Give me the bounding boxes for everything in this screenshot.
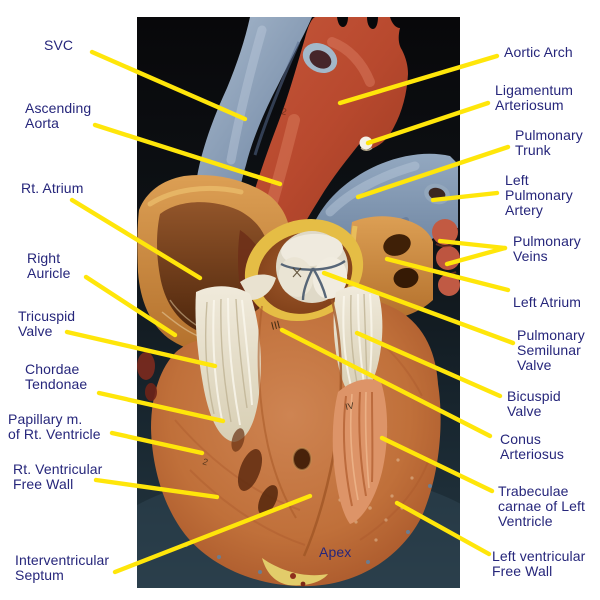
label-tricuspid-valve: Tricuspid Valve [18, 308, 76, 339]
label-pulmonary-veins: Pulmonary Veins [513, 233, 581, 264]
label-interventricular-septum: Interventricular Septum [15, 552, 110, 583]
label-pulmonary-trunk: Pulmonary Trunk [515, 127, 583, 158]
label-pulmonary-semilunar-valve: Pulmonary Semilunar Valve [517, 327, 585, 373]
left-edge-maroon-patch [137, 352, 157, 401]
label-papillary-m-of-rt-ventricle: Papillary m. of Rt. Ventricle [8, 411, 101, 442]
svc-opening [302, 43, 338, 73]
label-trabeculae-carnae: Trabeculae carnae of Left Ventricle [498, 483, 586, 529]
heart-photo: 2 3 [137, 17, 460, 588]
label-ligamentum-arteriosum: Ligamentum Arteriosum [495, 82, 574, 113]
label-rt-atrium: Rt. Atrium [21, 180, 84, 196]
label-right-auricle: Right Auricle [27, 250, 71, 281]
label-conus-arteriosus: Conus Arteriosus [500, 431, 565, 462]
septal-hole [292, 447, 312, 471]
label-aortic-arch: Aortic Arch [504, 44, 573, 60]
valve-scratch-mark [292, 267, 302, 278]
model-mark-iii: III [270, 319, 282, 333]
label-svc: SVC [44, 37, 74, 53]
label-rt-ventricular-free-wall: Rt. Ventricular Free Wall [13, 461, 103, 492]
model-mark-2b: 2 [201, 456, 209, 467]
apex-cut-band [262, 558, 328, 587]
label-chordae-tendonae: Chordae Tendonae [25, 361, 88, 392]
heart-model-illustration: 2 3 [137, 17, 460, 588]
model-mark-2: 2 [281, 106, 288, 117]
label-bicuspid-valve: Bicuspid Valve [507, 388, 561, 419]
pulmonary-veins-bumps [432, 219, 460, 296]
label-left-ventricular-free-wall: Left ventricular Free Wall [492, 548, 586, 579]
label-left-atrium: Left Atrium [513, 294, 582, 310]
label-ascending-aorta: Ascending Aorta [25, 100, 92, 131]
label-left-pulmonary-artery: Left Pulmonary Artery [505, 172, 573, 218]
